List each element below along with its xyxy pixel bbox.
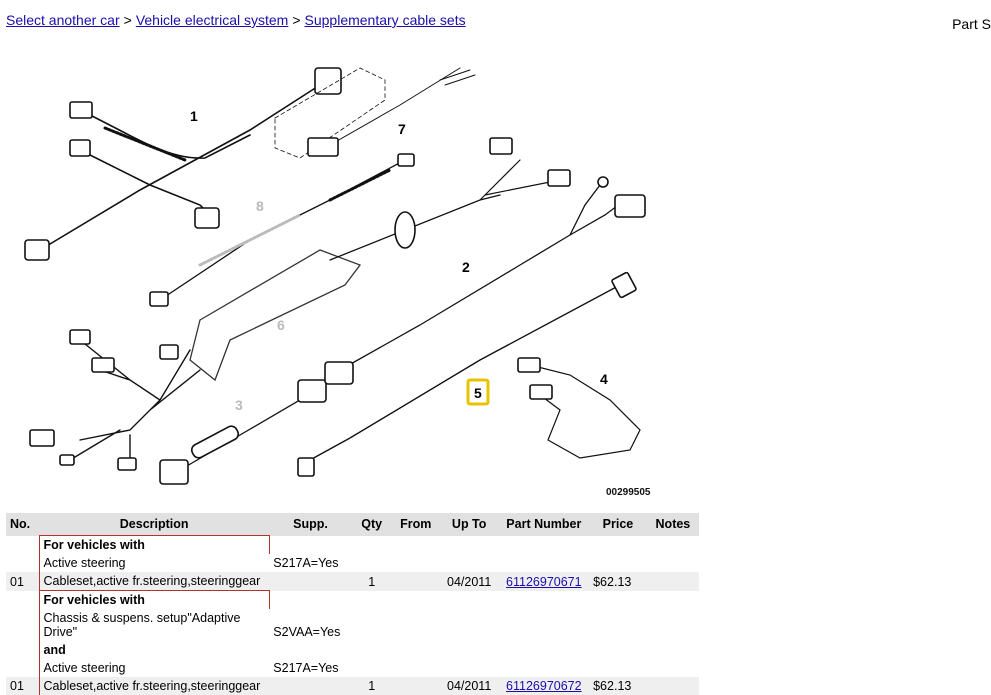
highlight-box: [466, 378, 490, 406]
label-1: 1: [190, 108, 198, 124]
condition-row: Chassis & suspens. setup"Adaptive Drive"…: [6, 609, 699, 641]
condition-row: For vehicles with: [6, 590, 699, 609]
row-up-to: 04/2011: [439, 677, 499, 695]
row-description: Cableset,active fr.steering,steeringgear: [38, 572, 270, 591]
col-price: Price: [589, 513, 647, 536]
part-number-link[interactable]: 61126970672: [506, 679, 582, 693]
row-notes: [646, 572, 699, 591]
part-number-link[interactable]: 61126970671: [506, 574, 582, 589]
col-from: From: [391, 513, 440, 536]
row-no: 01: [6, 572, 40, 591]
harness-1-branch2: [79, 149, 211, 216]
breadcrumb: Select another car>Vehicle electrical sy…: [6, 12, 466, 28]
table-header-row: No. Description Supp. Qty From Up To Par…: [6, 513, 699, 536]
parts-table: No. Description Supp. Qty From Up To Par…: [6, 513, 699, 695]
bracket-6: [189, 249, 362, 382]
condition-supp: S2VAA=Yes: [269, 609, 352, 641]
condition-row: For vehicles with: [6, 535, 699, 554]
breadcrumb-cable-sets[interactable]: Supplementary cable sets: [304, 12, 466, 28]
cable-5: [309, 284, 621, 461]
breadcrumb-electrical-system[interactable]: Vehicle electrical system: [135, 12, 289, 28]
label-4: 4: [600, 371, 608, 387]
col-no: No.: [6, 513, 40, 536]
col-supp: Supp.: [269, 513, 352, 536]
condition-supp: S217A=Yes: [269, 659, 352, 677]
cable-4: [529, 364, 641, 459]
condition-text: For vehicles with: [38, 590, 270, 609]
condition-text: Chassis & suspens. setup"Adaptive Drive": [38, 609, 270, 641]
condition-supp: S217A=Yes: [269, 554, 352, 572]
diagram-code: 00299505: [606, 487, 651, 498]
row-notes: [646, 677, 699, 695]
condition-supp: [269, 641, 352, 659]
label-8: 8: [256, 198, 264, 214]
label-5[interactable]: 5: [474, 385, 482, 401]
label-2: 2: [462, 259, 470, 275]
harness-1-coil: [103, 126, 187, 162]
condition-text: Active steering: [38, 659, 270, 677]
breadcrumb-select-car[interactable]: Select another car: [6, 12, 120, 28]
parts-diagram-svg: 1 2 3 4 5 6 7 8: [24, 67, 646, 485]
row-price: $62.13: [589, 572, 647, 591]
label-6: 6: [277, 317, 285, 333]
row-description: Cableset,active fr.steering,steeringgear: [38, 677, 270, 695]
cable-7-box: [274, 67, 386, 159]
table-row[interactable]: 01 Cableset,active fr.steering,steeringg…: [6, 677, 699, 695]
row-from: [391, 572, 440, 591]
condition-text: Active steering: [38, 554, 270, 572]
label-7: 7: [398, 121, 406, 137]
table-row[interactable]: 01 Cableset,active fr.steering,steeringg…: [6, 572, 699, 591]
breadcrumb-separator: >: [123, 12, 132, 28]
label-3: 3: [235, 397, 243, 413]
condition-text: and: [38, 641, 270, 659]
condition-row: Active steering S217A=Yes: [6, 554, 699, 572]
part-search-label: Part S: [952, 16, 991, 32]
row-up-to: 04/2011: [439, 572, 499, 591]
condition-text: For vehicles with: [38, 535, 270, 554]
row-qty: 1: [351, 572, 392, 591]
col-up-to: Up To: [439, 513, 499, 536]
parts-diagram: 1 2 3 4 5 6 7 8: [0, 40, 700, 510]
row-no: 01: [6, 677, 40, 695]
harness-1-branch: [89, 114, 251, 159]
condition-row: Active steering S217A=Yes: [6, 659, 699, 677]
harness-1: [39, 84, 321, 251]
cable-2: [339, 199, 626, 371]
condition-supp: [269, 590, 352, 609]
row-from: [391, 677, 440, 695]
row-qty: 1: [351, 677, 392, 695]
col-part-number: Part Number: [498, 513, 590, 536]
condition-supp: [269, 535, 352, 554]
col-notes: Notes: [646, 513, 699, 536]
col-description: Description: [39, 513, 270, 536]
harness-left: [69, 339, 201, 461]
condition-row: and: [6, 641, 699, 659]
row-price: $62.13: [589, 677, 647, 695]
col-qty: Qty: [351, 513, 392, 536]
breadcrumb-separator: >: [292, 12, 301, 28]
